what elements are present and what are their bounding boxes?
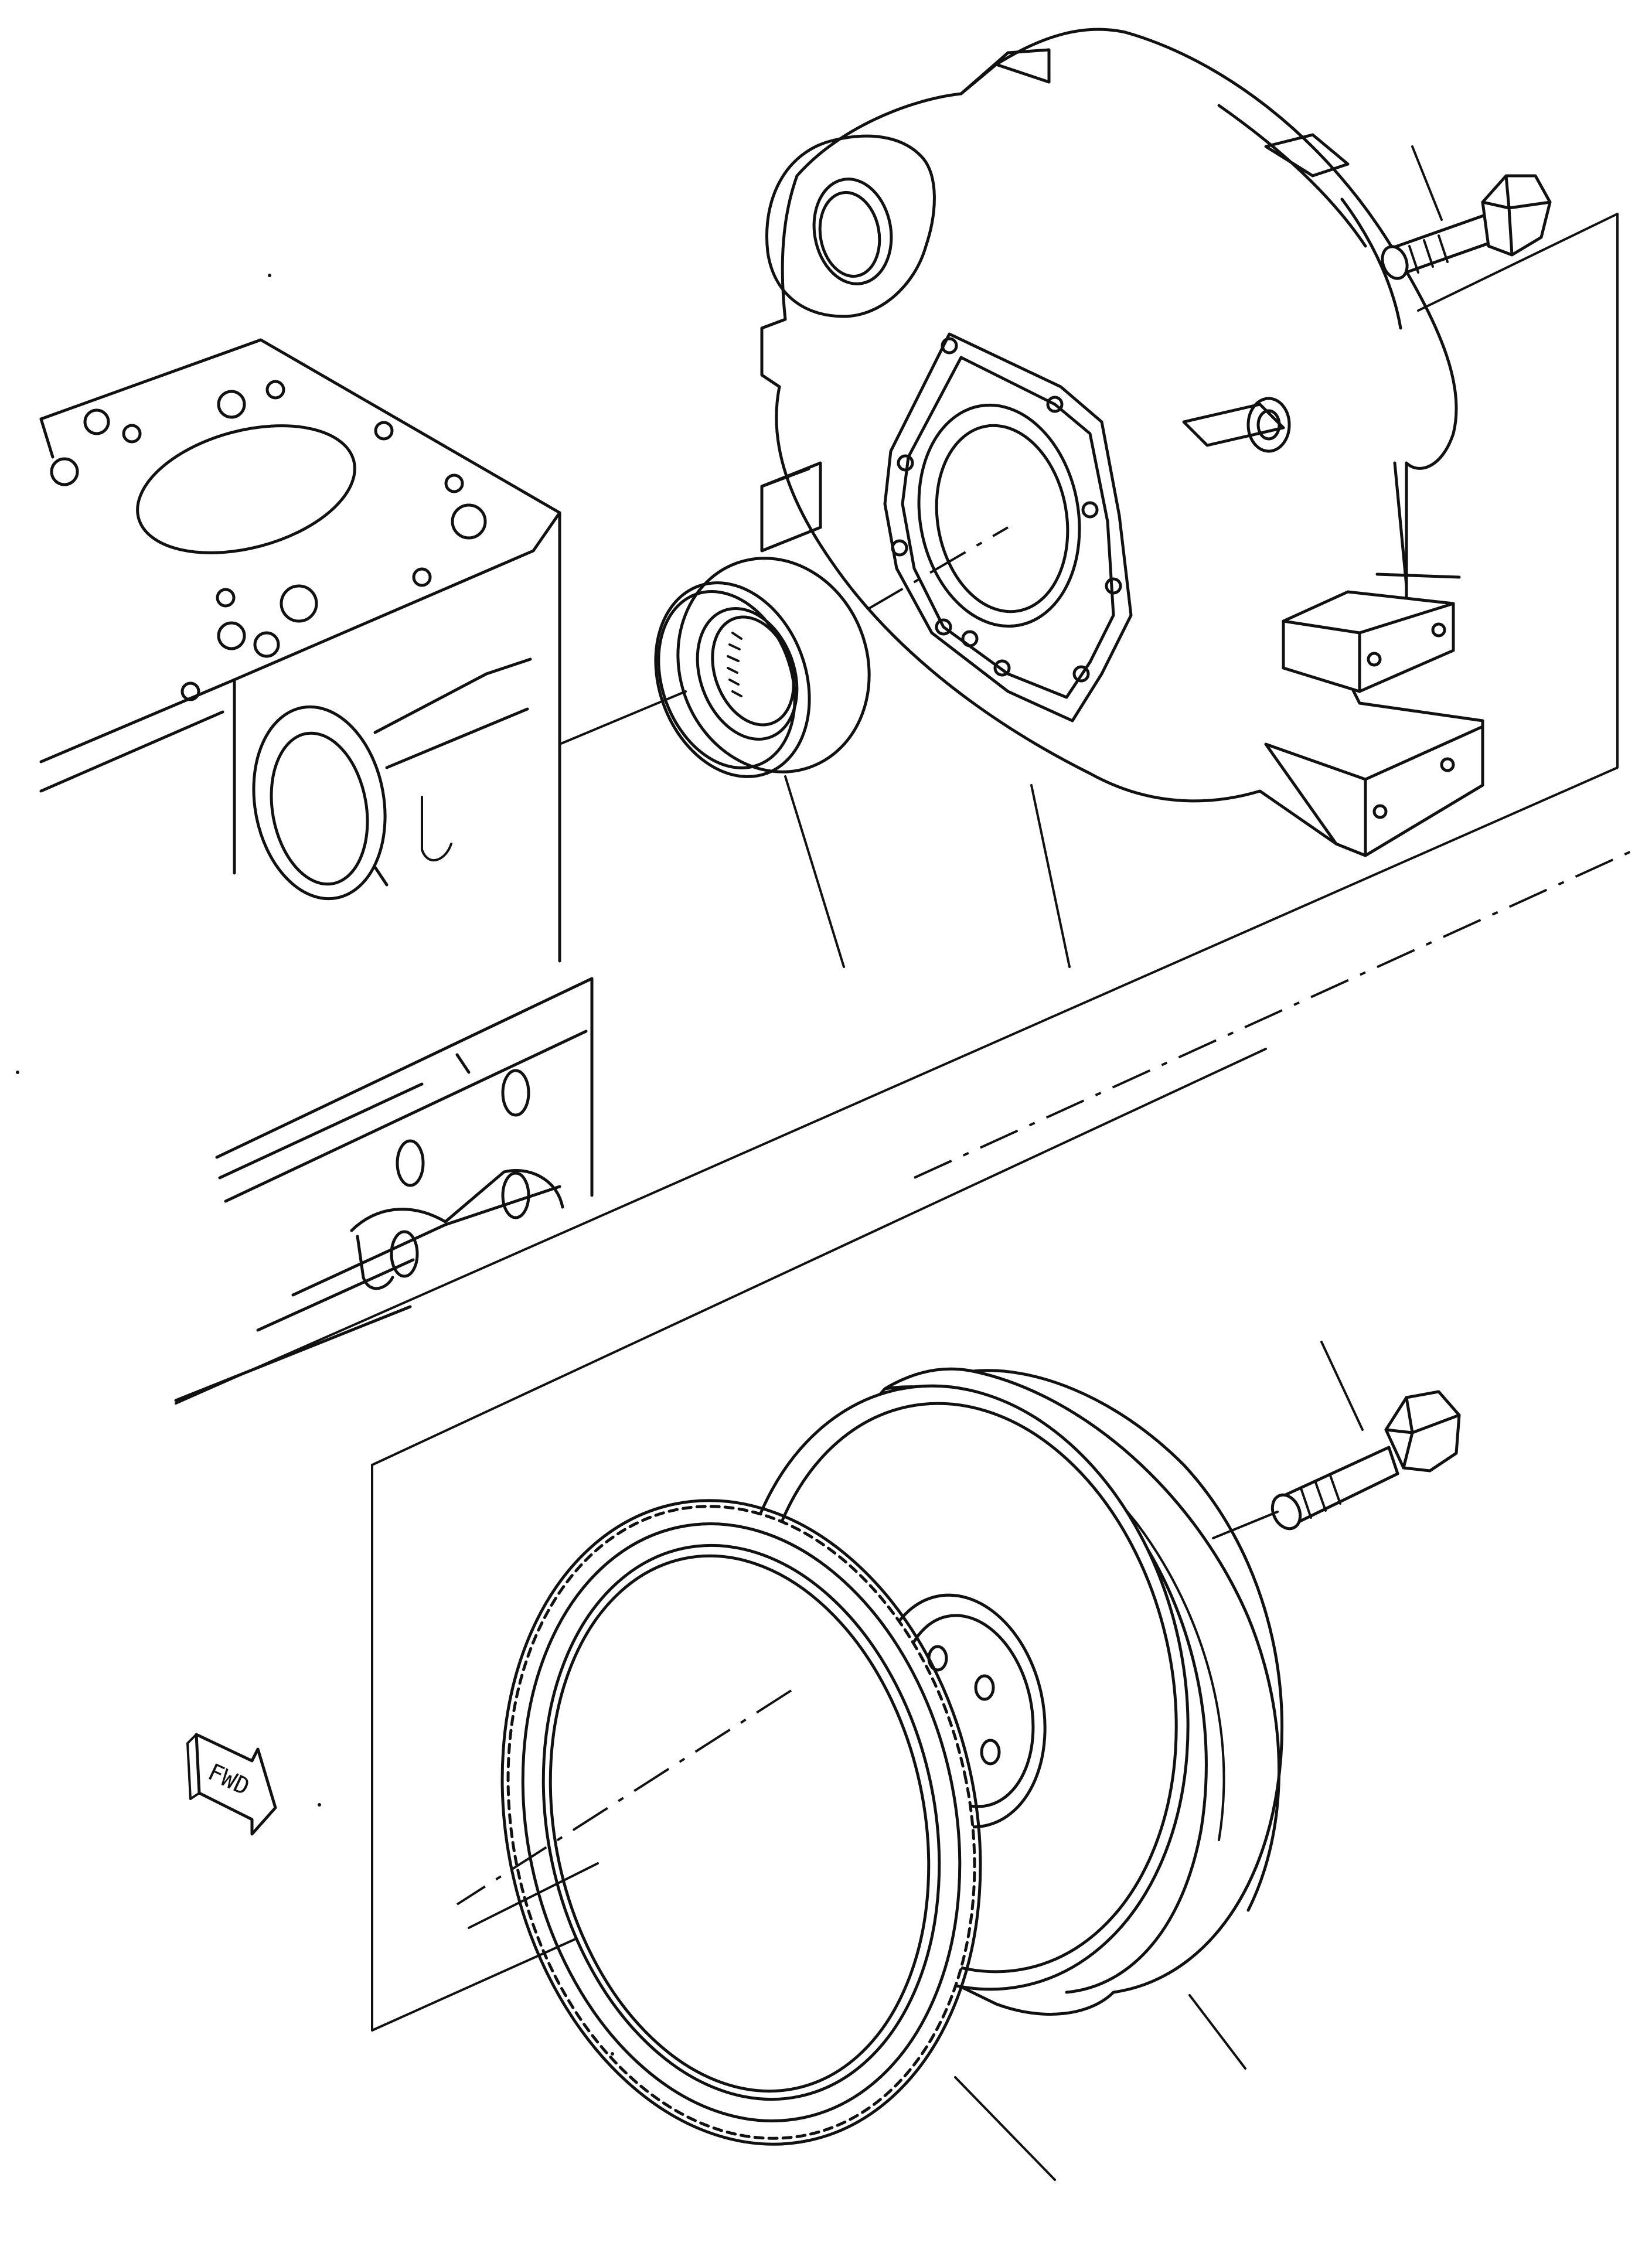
scan-marks (16, 274, 614, 2056)
ring-gear (500, 1499, 982, 2146)
phantom-lines (175, 213, 1636, 2032)
callout-leaders (784, 775, 1246, 2181)
engine-block (39, 338, 594, 1402)
housing-bolt (1381, 145, 1552, 280)
rear-oil-seal (654, 557, 871, 778)
flywheel-bolt (1270, 1341, 1461, 1531)
fwd-arrow-icon: FWD (186, 1733, 277, 1836)
flywheel-housing (760, 28, 1484, 857)
